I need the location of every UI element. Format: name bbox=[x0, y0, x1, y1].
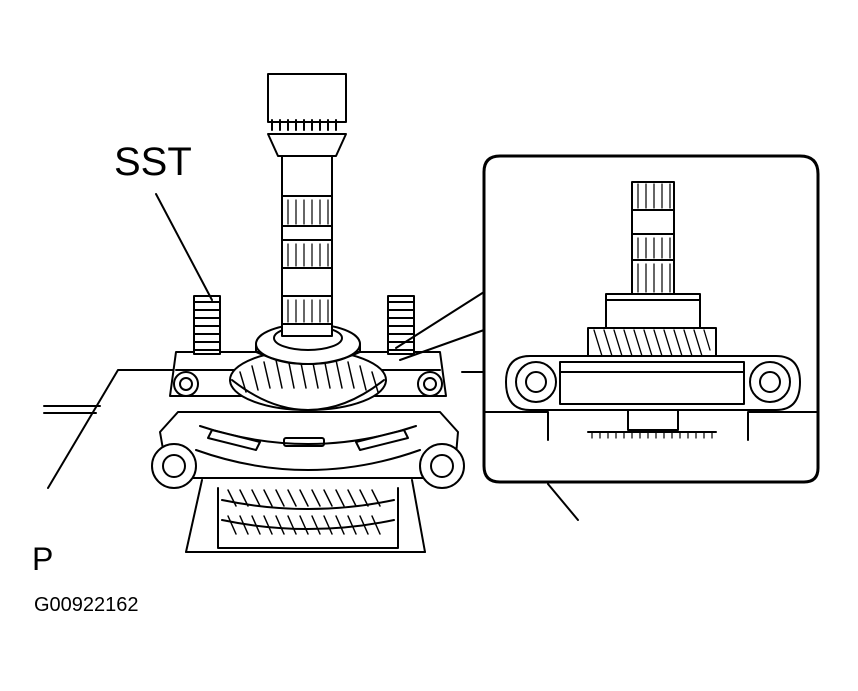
lower-gear-stack bbox=[217, 487, 399, 549]
threaded-rod-left bbox=[193, 295, 221, 355]
puller-end-bosses bbox=[151, 443, 465, 489]
main-gear bbox=[229, 349, 387, 411]
detail-callout-pointer bbox=[395, 291, 485, 361]
press-shaft bbox=[267, 73, 347, 337]
view-label: P bbox=[32, 541, 54, 577]
bench-outline bbox=[43, 369, 485, 553]
detail-view bbox=[482, 154, 820, 484]
sst-leader-line bbox=[155, 193, 213, 301]
puller-lower-bar bbox=[159, 411, 459, 479]
sst-label: SST bbox=[114, 140, 192, 184]
figure-id: G00922162 bbox=[34, 594, 139, 616]
detail-leader-line bbox=[547, 483, 579, 521]
